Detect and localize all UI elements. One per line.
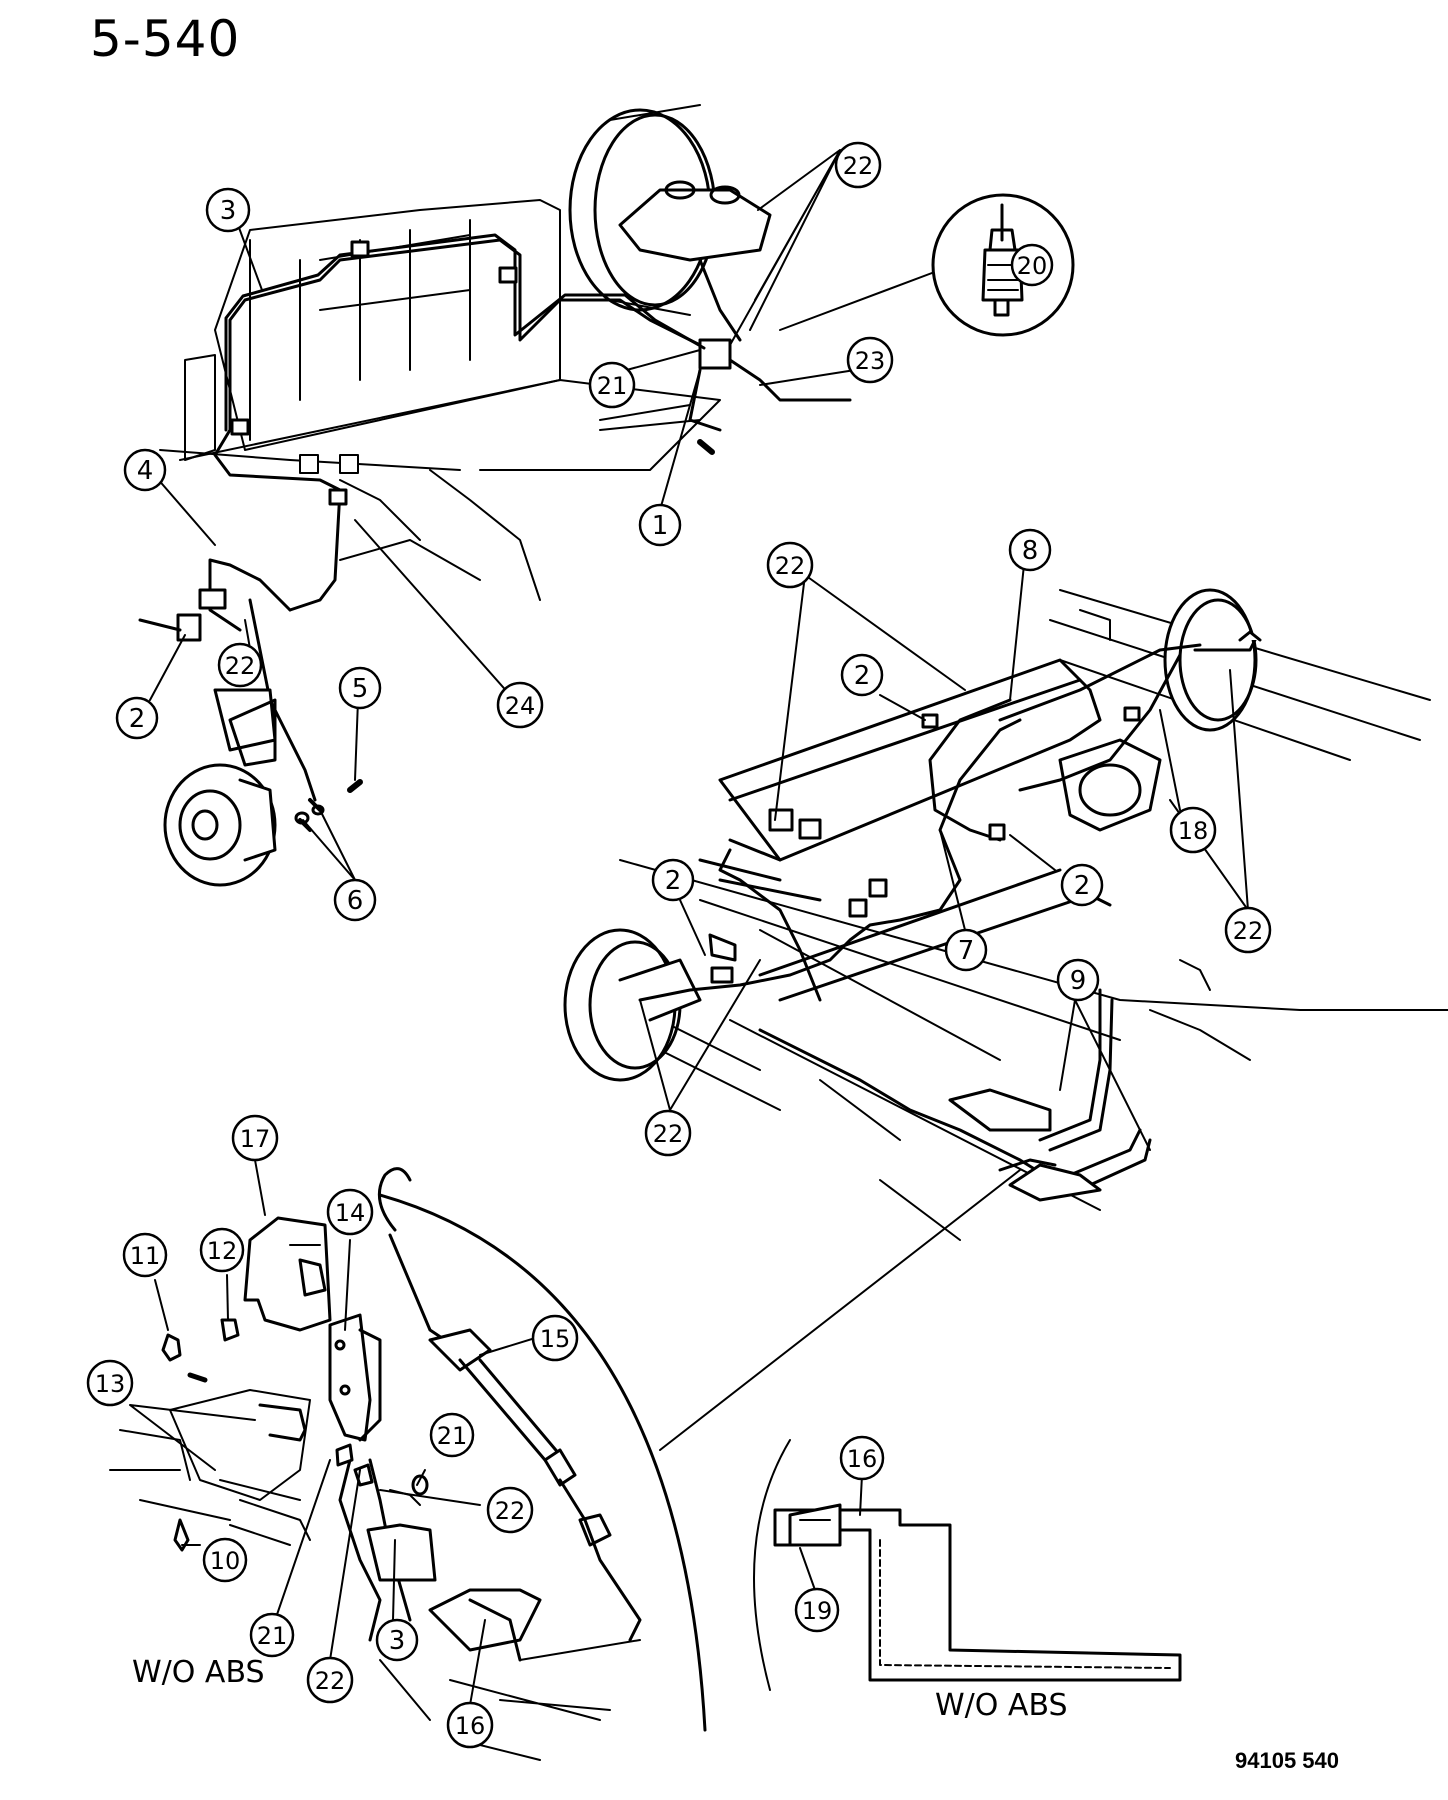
master-cylinder [618,188,772,262]
svg-text:17: 17 [240,1125,271,1153]
callout-2: 2 [115,696,159,740]
svg-text:22: 22 [315,1667,346,1695]
svg-text:24: 24 [505,692,536,720]
callout-22: 22 [644,1109,692,1157]
svg-text:22: 22 [1233,917,1264,945]
callout-9: 9 [1056,958,1100,1002]
svg-text:2: 2 [665,866,682,896]
svg-text:12: 12 [207,1237,238,1265]
svg-text:22: 22 [775,552,806,580]
svg-text:21: 21 [597,372,628,400]
front-caliper [213,688,277,752]
callout-11: 11 [122,1232,168,1278]
svg-text:2: 2 [854,661,871,691]
callout-8: 8 [1008,528,1052,572]
svg-text:16: 16 [455,1712,486,1740]
callout-22: 22 [834,141,882,189]
svg-text:2: 2 [1074,871,1091,901]
svg-text:21: 21 [437,1422,468,1450]
rear-brake-hose [928,698,1012,842]
callout-20: 20 [1010,243,1054,287]
svg-text:4: 4 [137,456,154,486]
callout-5: 5 [338,666,382,710]
svg-text:22: 22 [653,1120,684,1148]
svg-text:7: 7 [958,936,975,966]
callout-24: 24 [496,681,544,729]
detail-without-abs [753,1439,1182,1691]
callout-22: 22 [766,541,814,589]
svg-text:21: 21 [257,1622,288,1650]
callout-2: 2 [651,858,695,902]
svg-text:13: 13 [95,1370,126,1398]
svg-text:18: 18 [1178,817,1209,845]
combination-valve [698,338,732,370]
svg-text:23: 23 [855,347,886,375]
callout-7: 7 [944,928,988,972]
svg-text:22: 22 [843,152,874,180]
callout-balloons: 3 22 20 21 23 1 4 24 22 2 5 6 22 8 2 2 1… [86,141,1272,1749]
page-title: 5-540 [90,10,241,68]
callout-23: 23 [846,336,894,384]
callout-3: 3 [205,187,251,233]
caption-right: W/O ABS [935,1688,1068,1723]
callout-21: 21 [429,1412,475,1458]
svg-text:1: 1 [652,511,669,541]
svg-text:2: 2 [129,704,146,734]
release-handle [377,1167,412,1232]
callout-16: 16 [839,1435,885,1481]
callout-22: 22 [1224,906,1272,954]
svg-text:14: 14 [335,1199,366,1227]
callout-14: 14 [326,1188,374,1236]
svg-text:15: 15 [540,1325,571,1353]
front-brake-assembly [138,104,1075,887]
svg-text:20: 20 [1017,252,1048,280]
callout-18: 18 [1169,806,1217,854]
callout-10: 10 [202,1537,248,1583]
callout-3: 3 [375,1618,419,1662]
caption-left: W/O ABS [132,1655,265,1690]
callout-22: 22 [486,1486,534,1534]
rear-brake-line [638,718,1022,1002]
svg-text:5: 5 [352,674,369,704]
callout-2: 2 [840,653,884,697]
callout-21: 21 [588,361,636,409]
callout-16: 16 [446,1701,494,1749]
differential [1058,738,1162,832]
callout-22: 22 [217,642,263,688]
svg-text:16: 16 [847,1445,878,1473]
svg-text:8: 8 [1022,536,1039,566]
callout-15: 15 [531,1314,579,1362]
svg-text:10: 10 [210,1547,241,1575]
svg-text:11: 11 [130,1242,161,1270]
svg-text:6: 6 [347,886,364,916]
svg-text:22: 22 [225,652,256,680]
svg-text:3: 3 [220,196,237,226]
callout-12: 12 [199,1227,245,1273]
firewall-panel [214,199,561,451]
figure-code: 94105 540 [1235,1748,1339,1773]
pedal-assembly [328,1313,372,1442]
front-brake-hose [208,558,292,632]
svg-text:22: 22 [495,1497,526,1525]
callout-2: 2 [1060,863,1104,907]
svg-text:9: 9 [1070,966,1087,996]
callout-22: 22 [306,1656,354,1704]
callout-13: 13 [86,1359,134,1407]
callout-4: 4 [123,448,167,492]
callout-19: 19 [794,1587,840,1633]
callout-6: 6 [333,878,377,922]
callout-21: 21 [249,1612,295,1658]
rear-brake-assembly [563,554,1448,1241]
callout-17: 17 [231,1114,279,1162]
svg-text:19: 19 [802,1597,833,1625]
callout-1: 1 [638,503,682,547]
svg-text:3: 3 [389,1626,406,1656]
